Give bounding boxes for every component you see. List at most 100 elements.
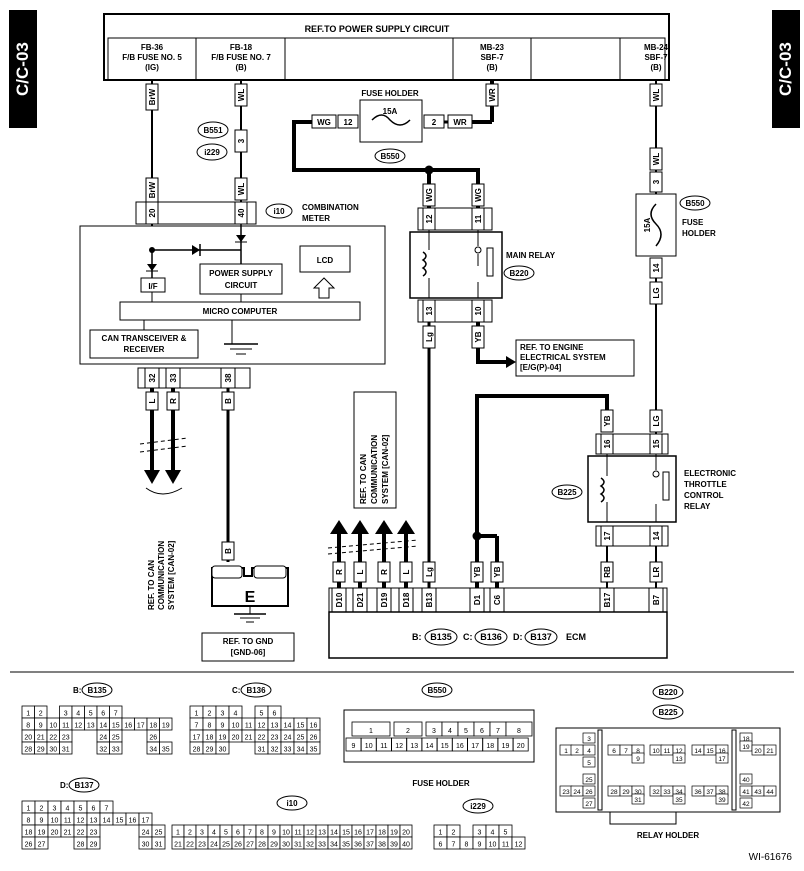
pin-cell	[306, 741, 321, 755]
main-relay-label: MAIN RELAY	[506, 251, 556, 260]
pin-meter-33: 33	[169, 373, 178, 382]
ref-engine-1: REF. TO ENGINE	[520, 343, 584, 352]
pin-number: 26	[310, 735, 318, 742]
etc-relay-4: RELAY	[684, 502, 711, 511]
pin-number: 41	[742, 789, 750, 796]
pin-number: 4	[66, 806, 70, 813]
pin-number: 26	[25, 842, 33, 849]
pin-number: 3	[200, 830, 204, 837]
pin-number: 30	[634, 789, 642, 796]
wire-label-r-d10: R	[335, 569, 344, 575]
wire-label-wr-fuse: WR	[453, 118, 467, 127]
pin-number: 4	[212, 830, 216, 837]
pin-number: 30	[282, 842, 290, 849]
fuse-cell-text: F/B FUSE NO. 5	[122, 53, 182, 62]
pin-number: 37	[706, 789, 714, 796]
wire-label-rb: RB	[603, 566, 612, 578]
pin-cell	[631, 793, 645, 805]
ref-can-left-3: SYSTEM [CAN-02]	[167, 540, 176, 610]
pin-number: 17	[193, 735, 201, 742]
pin-number: 5	[79, 806, 83, 813]
pin-cell	[715, 752, 729, 764]
pin-number: 23	[198, 842, 206, 849]
badge-b136-prefix: C:	[232, 686, 240, 695]
ground-e: E	[245, 589, 256, 606]
pin-number: 4	[491, 830, 495, 837]
pin-number: 29	[270, 842, 278, 849]
badge-i229-badge	[462, 798, 494, 814]
fuse-cell-text: (B)	[486, 63, 497, 72]
pin-number: 42	[742, 801, 750, 808]
pin-number: 18	[486, 743, 494, 750]
drawing-id: WI-61676	[749, 852, 793, 863]
pin-number: 8	[208, 723, 212, 730]
pin-number: 7	[624, 748, 628, 755]
wires-main-relay-out: Lg Lg YB REF. TO ENGINE ELECTRICAL SYSTE…	[422, 322, 635, 588]
fuse-holder-right-2: HOLDER	[682, 229, 716, 238]
badge-b135-prefix: B:	[73, 686, 81, 695]
ecm-b135: B135	[430, 632, 452, 642]
etc-relay-3: CONTROL	[684, 491, 724, 500]
pin-number: 25	[297, 735, 305, 742]
pin-number: 31	[155, 842, 163, 849]
ecm-b136: B136	[480, 632, 502, 642]
pin-number: 16	[354, 830, 362, 837]
pin-number: 23	[562, 789, 570, 796]
pin-cell	[582, 773, 596, 785]
pin-number: 20	[24, 735, 32, 742]
pin-number: 17	[137, 723, 145, 730]
connector-i10-badge	[265, 203, 293, 219]
pin-cell	[582, 756, 596, 768]
pin-number: 14	[694, 748, 702, 755]
pin-number: 4	[234, 711, 238, 718]
badge-b137-badge	[68, 777, 100, 793]
connector-b550-top: B550	[380, 152, 400, 161]
pin-number: 2	[39, 711, 43, 718]
pin-number: 13	[675, 756, 683, 763]
pin-number: 2	[188, 830, 192, 837]
badge-b136: B136	[246, 686, 266, 695]
pin-number: 1	[564, 748, 568, 755]
combination-meter-label-1: COMBINATION	[302, 203, 359, 212]
pin-etc-15: 15	[652, 439, 661, 448]
ecm-b137: B137	[530, 632, 552, 642]
pin-number: 17	[366, 830, 374, 837]
power-supply-reference-box: REF.TO POWER SUPPLY CIRCUIT FB-36F/B FUS…	[103, 13, 670, 81]
pin-etc-14: 14	[652, 531, 661, 540]
pin-number: 9	[221, 723, 225, 730]
pin-number: 23	[271, 735, 279, 742]
etc-relay-1: ELECTRONIC	[684, 469, 736, 478]
pin-number: 25	[155, 830, 163, 837]
pin-number: 2	[406, 728, 410, 735]
pin-meter-32: 32	[148, 373, 157, 382]
ref-engine-2: ELECTRICAL SYSTEM	[520, 353, 606, 362]
badge-i10: i10	[286, 799, 298, 808]
fuse-cell-text: SBF-7	[480, 53, 504, 62]
pin-number: 39	[390, 842, 398, 849]
connector-i10: i10	[273, 207, 285, 216]
can-lines-ecm: R L R L REF. TO CAN COMMUNICATION SYSTEM…	[327, 391, 419, 588]
badge-b137-prefix: D:	[60, 781, 68, 790]
pin-number: 28	[258, 842, 266, 849]
meter-bottom-connector: 32 33 38	[137, 367, 251, 389]
pin-cell	[215, 741, 230, 755]
wire-label-b-top: B	[224, 398, 233, 404]
pin-number: 33	[318, 842, 326, 849]
wire-label-wl-top: WL	[237, 89, 246, 102]
pin-number: 7	[114, 711, 118, 718]
pin-number: 32	[306, 842, 314, 849]
meter-micro-computer: MICRO COMPUTER	[203, 307, 278, 316]
pin-number: 1	[439, 830, 443, 837]
pin-number: 12	[77, 818, 85, 825]
pin-cell	[672, 793, 686, 805]
pin-number: 12	[395, 743, 403, 750]
pin-number: 27	[38, 842, 46, 849]
pin-main-relay-10: 10	[474, 306, 483, 315]
pin-number: 8	[260, 830, 264, 837]
badge-b220: B220	[658, 688, 678, 697]
pin-number: 2	[452, 830, 456, 837]
pin-number: 10	[232, 723, 240, 730]
pin-number: 13	[87, 723, 95, 730]
